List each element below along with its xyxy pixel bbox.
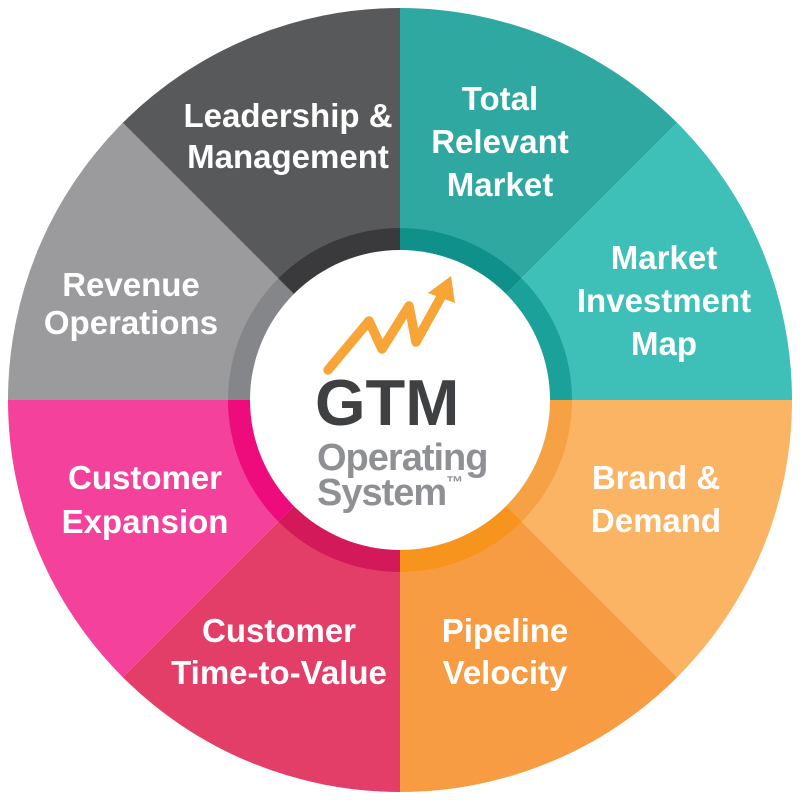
center-title-text: GTM bbox=[315, 366, 459, 439]
center-subtitle-line2-text: System bbox=[317, 472, 446, 514]
total-relevant-market-label: Relevant bbox=[431, 123, 569, 160]
customer-time-to-value-label: Time-to-Value bbox=[171, 654, 387, 691]
market-investment-map-label: Investment bbox=[577, 282, 751, 319]
center-circle bbox=[250, 250, 550, 550]
revenue-operations-label: Operations bbox=[44, 304, 218, 341]
center-subtitle-line1: Operating bbox=[317, 437, 487, 479]
trademark-symbol: ™ bbox=[446, 473, 463, 492]
leadership-management-label: Leadership & bbox=[183, 97, 392, 134]
market-investment-map-label: Market bbox=[611, 239, 717, 276]
growth-arrow-icon bbox=[323, 276, 455, 375]
market-investment-map-label: Map bbox=[631, 325, 697, 362]
customer-expansion-label: Customer bbox=[68, 459, 222, 496]
pipeline-velocity-label: Velocity bbox=[443, 654, 568, 691]
total-relevant-market-label: Total bbox=[462, 80, 538, 117]
brand-demand-label: Brand & bbox=[592, 459, 720, 496]
revenue-operations-label: Revenue bbox=[62, 266, 200, 303]
center-subtitle-line1-text: Operating bbox=[317, 437, 487, 479]
center-hub: GTM Operating System™ bbox=[250, 250, 550, 550]
center-subtitle-line2: System™ bbox=[317, 472, 463, 514]
pipeline-velocity-label: Pipeline bbox=[442, 612, 569, 649]
customer-time-to-value-label: Customer bbox=[202, 612, 356, 649]
center-title: GTM bbox=[315, 366, 459, 439]
total-relevant-market-label: Market bbox=[447, 166, 553, 203]
leadership-management-label: Management bbox=[187, 138, 389, 175]
brand-demand-label: Demand bbox=[591, 502, 721, 539]
customer-expansion-label: Expansion bbox=[62, 503, 229, 540]
